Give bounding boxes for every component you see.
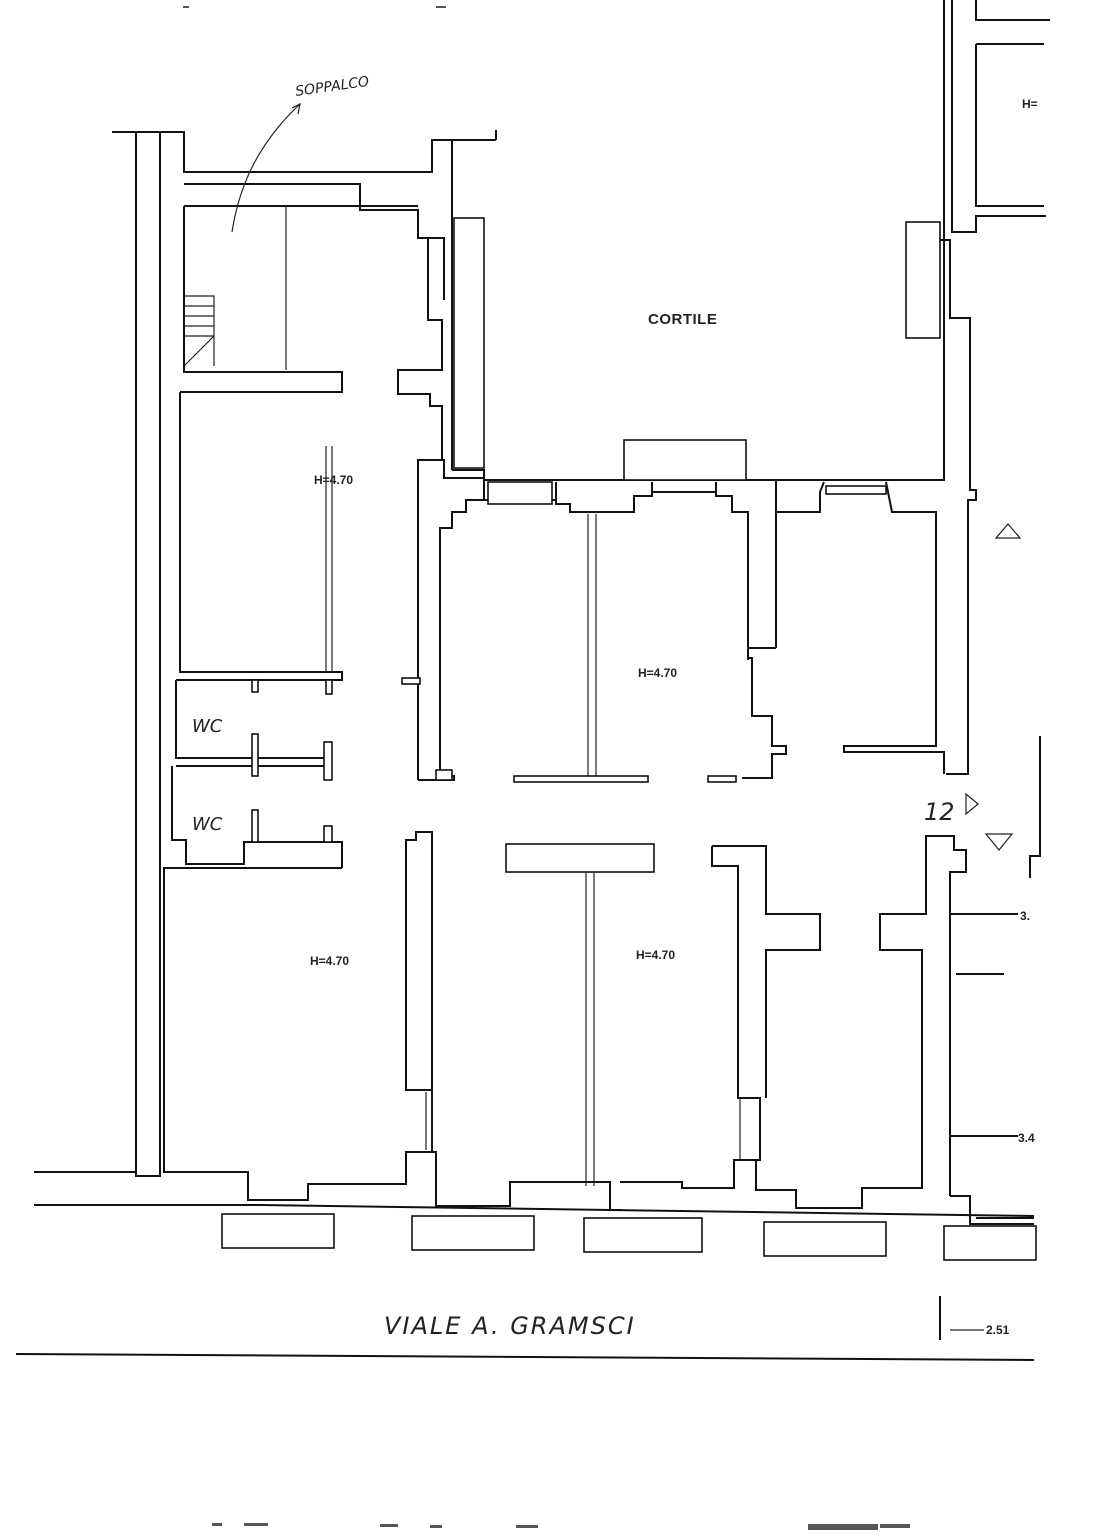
neighbor-height-label: H= [1022, 97, 1038, 111]
room-height-label: H=4.70 [638, 666, 677, 680]
room-upper-left [176, 392, 421, 685]
courtyard-facade [418, 459, 945, 781]
dimension-right-upper: 3. [1020, 909, 1030, 923]
mezzanine-label: SOPPALCO [294, 74, 370, 100]
dimension-right-lower: 3.4 [1018, 1131, 1035, 1145]
wc-label: WC [192, 814, 223, 835]
courtyard [452, 0, 1050, 775]
room-height-label: H=4.70 [636, 948, 675, 962]
scan-specks [183, 6, 910, 1530]
mezzanine-arrow [231, 103, 301, 233]
wc-block [171, 679, 343, 868]
street-facade [15, 1204, 1037, 1361]
stair-icon [183, 295, 215, 367]
house-number: 12 [924, 798, 955, 826]
lower-rooms [163, 831, 1034, 1225]
dimension-bottom-right: 2.51 [986, 1323, 1010, 1337]
left-outer-wall [34, 131, 260, 1206]
street-label: VIALE A. GRAMSCI [384, 1312, 636, 1340]
middle-partitions [435, 514, 737, 783]
room-height-label: H=4.70 [314, 473, 353, 487]
room-height-label: H=4.70 [310, 954, 349, 968]
entrance-markers [939, 523, 1041, 1340]
courtyard-label: CORTILE [648, 311, 717, 328]
top-wall-left-block [160, 131, 496, 470]
mezzanine-room [180, 102, 418, 393]
wc-label: WC [192, 716, 223, 737]
